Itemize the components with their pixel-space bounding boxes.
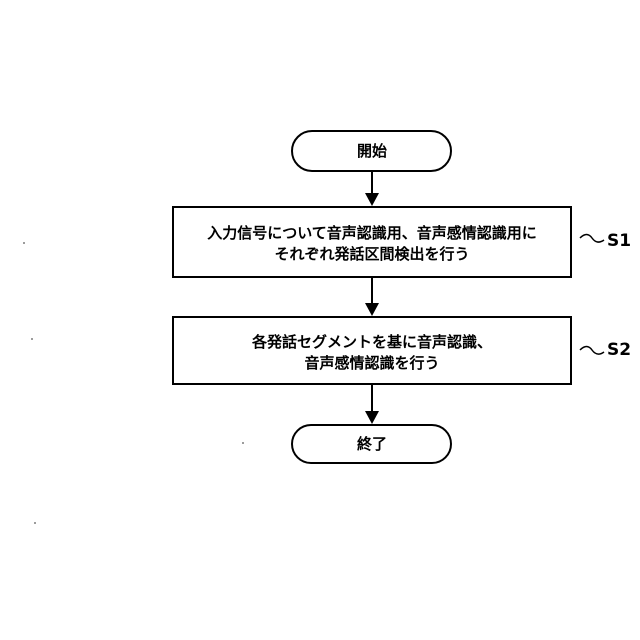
process-s1-text-line1: 入力信号について音声認識用、音声感情認識用に — [207, 224, 537, 242]
leader-line — [580, 235, 604, 243]
process-box-s1: 入力信号について音声認識用、音声感情認識用に それぞれ発話区間検出を行う — [173, 207, 571, 277]
leader-line — [580, 347, 604, 355]
scan-speck — [31, 338, 33, 340]
start-label: 開始 — [357, 142, 387, 160]
scan-speck — [242, 442, 244, 444]
scan-speck — [34, 522, 36, 524]
connector-arrow — [365, 384, 379, 424]
step-label-s2: S2 — [580, 340, 631, 360]
step-id-s1: S1 — [607, 231, 631, 251]
process-s2-text-line2: 音声感情認識を行う — [304, 354, 439, 372]
end-label: 終了 — [357, 435, 387, 453]
scan-speck — [23, 242, 25, 244]
end-terminal: 終了 — [292, 425, 451, 463]
process-box-s2: 各発話セグメントを基に音声認識、 音声感情認識を行う — [173, 317, 571, 384]
process-s2-text-line1: 各発話セグメントを基に音声認識、 — [251, 333, 492, 351]
connector-arrow — [365, 171, 379, 206]
connector-arrow — [365, 277, 379, 316]
start-terminal: 開始 — [292, 131, 451, 171]
step-id-s2: S2 — [607, 340, 631, 360]
process-s1-text-line2: それぞれ発話区間検出を行う — [274, 245, 469, 263]
step-label-s1: S1 — [580, 231, 631, 251]
